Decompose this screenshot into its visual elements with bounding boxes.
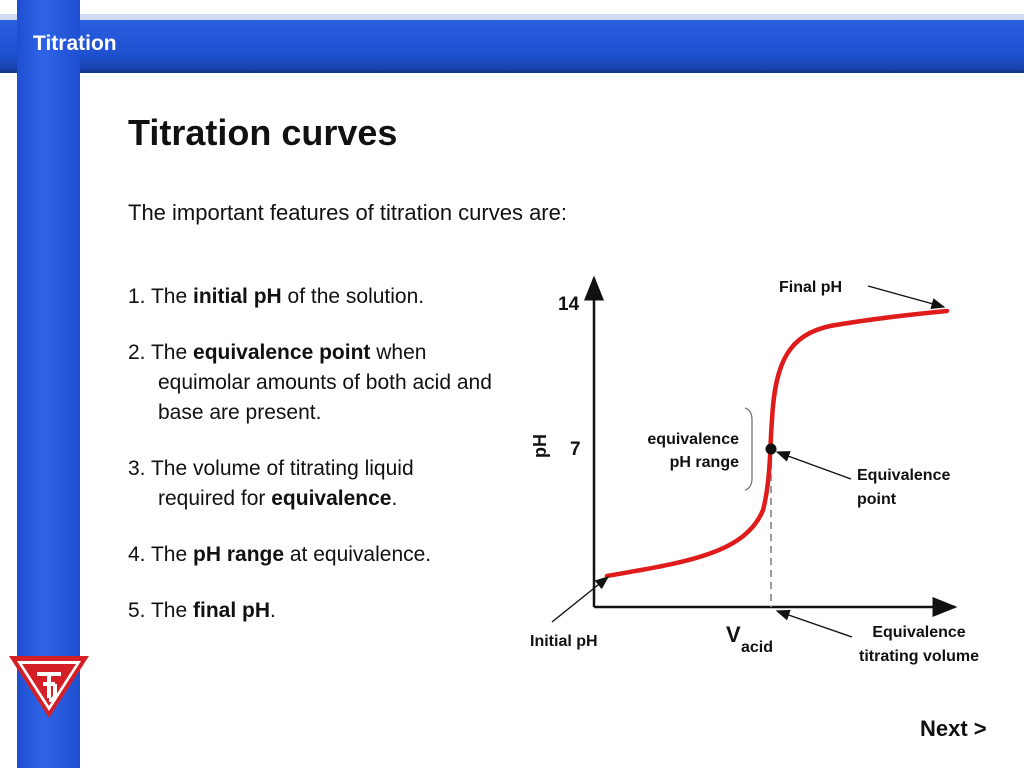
feature-bold: final pH xyxy=(193,599,271,622)
tick-label-7: 7 xyxy=(570,439,581,460)
page-title: Titration curves xyxy=(128,112,398,153)
equivalence-point-label-2: point xyxy=(857,491,897,508)
feature-bold: pH range xyxy=(193,543,285,566)
initial-ph-label: Initial pH xyxy=(530,633,598,650)
next-button[interactable]: Next > xyxy=(920,716,987,741)
feature-text: . xyxy=(270,599,276,622)
equivalence-point-label-1: Equivalence xyxy=(857,467,950,484)
feature-list: 1. The initial pH of the solution. 2. Th… xyxy=(128,282,528,652)
equivalence-point-marker xyxy=(765,443,777,455)
feature-text: required for xyxy=(158,487,272,510)
equivalence-volume-label-1: Equivalence xyxy=(872,624,965,641)
feature-text: of the solution. xyxy=(281,285,425,308)
titration-curve xyxy=(604,308,950,579)
feature-bold: equivalence point xyxy=(193,341,371,364)
feature-item-1: 1. The initial pH of the solution. xyxy=(128,282,528,312)
header-title: Titration xyxy=(33,32,117,55)
feature-number: 5. xyxy=(128,599,146,622)
feature-number: 3. xyxy=(128,457,146,480)
feature-text: The xyxy=(150,285,194,308)
feature-text: . xyxy=(391,487,398,510)
final-ph-arrow xyxy=(867,285,946,310)
equivalence-range-label-2: pH range xyxy=(670,454,739,471)
intro-text: The important features of titration curv… xyxy=(128,200,567,225)
header-top-line xyxy=(0,14,1024,20)
feature-text: The xyxy=(150,599,194,622)
feature-text: The volume of titrating liquid xyxy=(150,457,414,480)
equivalence-range-label-1: equivalence xyxy=(647,431,739,448)
equivalence-point-arrow xyxy=(775,451,852,480)
feature-item-5: 5. The final pH. xyxy=(128,596,528,626)
tick-label-14: 14 xyxy=(558,294,580,315)
feature-continuation: equimolar amounts of both acid and base … xyxy=(158,371,492,424)
x-axis-label: V xyxy=(726,622,741,647)
feature-number: 1. xyxy=(128,285,146,308)
x-axis-label-subscript: acid xyxy=(741,639,773,656)
feature-text: when xyxy=(370,341,427,364)
left-sidebar-bar xyxy=(17,0,80,768)
logo-icon xyxy=(9,656,89,718)
feature-item-3: 3. The volume of titrating liquid requir… xyxy=(128,454,528,514)
initial-ph-arrow xyxy=(551,576,610,623)
ph-range-bracket xyxy=(744,407,753,491)
y-axis-label: pH xyxy=(530,434,550,458)
header-bar xyxy=(0,20,1024,73)
titration-curve-diagram: 14 7 pH V acid Final pH equivalence pH r… xyxy=(530,275,979,665)
feature-bold: initial pH xyxy=(193,285,282,308)
equivalence-volume-label-2: titrating volume xyxy=(859,648,979,665)
feature-text: at equivalence. xyxy=(284,543,432,566)
equivalence-volume-arrow xyxy=(775,609,853,638)
feature-item-2: 2. The equivalence point when equimolar … xyxy=(128,338,528,428)
final-ph-label: Final pH xyxy=(779,279,842,296)
feature-number: 4. xyxy=(128,543,146,566)
feature-text: The xyxy=(150,543,194,566)
feature-number: 2. xyxy=(128,341,146,364)
feature-bold: equivalence xyxy=(271,487,392,510)
feature-continuation: required for equivalence. xyxy=(128,484,528,514)
feature-text: The xyxy=(150,341,194,364)
feature-item-4: 4. The pH range at equivalence. xyxy=(128,540,528,570)
